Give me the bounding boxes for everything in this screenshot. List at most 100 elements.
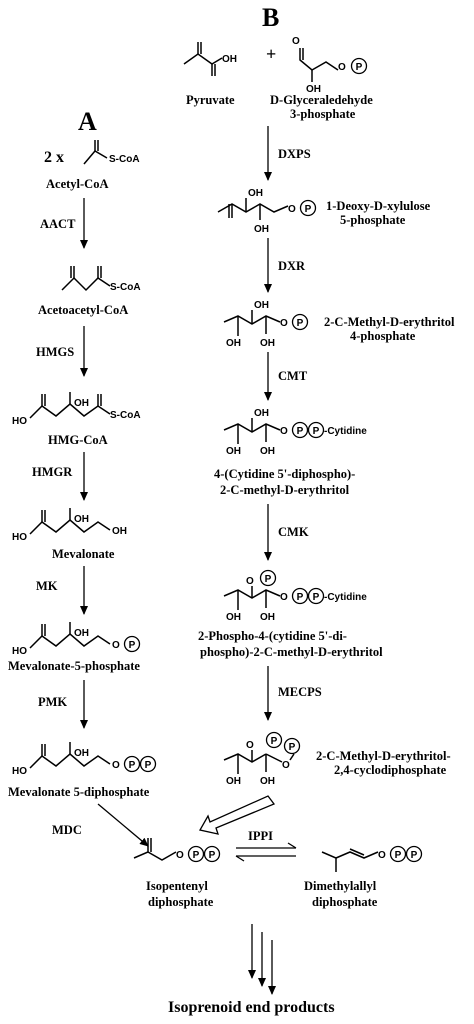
g3p-structure: O OH O P bbox=[292, 36, 368, 95]
svg-text:S-CoA: S-CoA bbox=[110, 410, 141, 421]
acetyl-coa-structure: 2 x S-CoA bbox=[44, 140, 140, 166]
svg-text:O: O bbox=[246, 576, 254, 587]
svg-text:OH: OH bbox=[74, 514, 89, 525]
mdc-arrow bbox=[97, 803, 149, 847]
acetoacetyl-coa-label: Acetoacetyl-CoA bbox=[38, 303, 128, 317]
pyruvate-structure: OH bbox=[183, 42, 237, 76]
svg-text:P: P bbox=[305, 204, 312, 215]
svg-text:P: P bbox=[145, 760, 152, 771]
svg-text:HO: HO bbox=[12, 532, 27, 543]
cdpme-label-line1: 4-(Cytidine 5'-diphospho)- bbox=[214, 467, 355, 481]
hmg-coa-label: HMG-CoA bbox=[48, 433, 108, 447]
dmapp-label-line2: diphosphate bbox=[312, 895, 378, 909]
svg-text:P: P bbox=[129, 640, 136, 651]
svg-text:P: P bbox=[289, 742, 296, 753]
plus-sign: + bbox=[266, 44, 276, 64]
dxps-label: DXPS bbox=[278, 147, 311, 161]
mecpp-label-line2: 2,4-cyclodiphosphate bbox=[334, 763, 447, 777]
svg-text:OH: OH bbox=[306, 84, 321, 95]
svg-text:O: O bbox=[280, 592, 288, 603]
svg-text:HO: HO bbox=[12, 416, 27, 427]
aact-label: AACT bbox=[40, 217, 76, 231]
end-product-arrows bbox=[248, 924, 276, 995]
svg-text:OH: OH bbox=[112, 526, 127, 537]
svg-text:OH: OH bbox=[260, 446, 275, 457]
svg-text:O: O bbox=[112, 640, 120, 651]
ippi-label: IPPI bbox=[248, 829, 273, 843]
svg-text:P: P bbox=[265, 574, 272, 585]
mk-label: MK bbox=[36, 579, 58, 593]
svg-text:OH: OH bbox=[74, 748, 89, 759]
svg-text:P: P bbox=[129, 760, 136, 771]
cdpmep-label-line1: 2-Phospho-4-(cytidine 5'-di- bbox=[198, 629, 347, 643]
svg-text:P: P bbox=[209, 850, 216, 861]
svg-text:HO: HO bbox=[12, 766, 27, 777]
svg-text:O: O bbox=[338, 62, 346, 73]
svg-text:OH: OH bbox=[74, 398, 89, 409]
ipp-label-line1: Isopentenyl bbox=[146, 879, 208, 893]
mevalonate-5-diphosphate-label: Mevalonate 5-diphosphate bbox=[8, 785, 150, 799]
cmt-label: CMT bbox=[278, 369, 308, 383]
svg-text:P: P bbox=[297, 426, 304, 437]
svg-text:OH: OH bbox=[254, 224, 269, 235]
mecpp-structure: OH O P P OH O bbox=[223, 731, 301, 787]
svg-text:O: O bbox=[280, 318, 288, 329]
dmapp-structure: O P P bbox=[321, 845, 423, 872]
ipp-label-line2: diphosphate bbox=[148, 895, 214, 909]
svg-text:O: O bbox=[282, 760, 290, 771]
mevalonate-5-phosphate-structure: HO OH O P bbox=[12, 622, 141, 657]
svg-text:OH: OH bbox=[226, 776, 241, 787]
acetoacetyl-coa-structure: S-CoA bbox=[61, 266, 141, 293]
panel-a-label: A bbox=[78, 107, 97, 136]
mecpp-to-ipp-hollow-arrow bbox=[198, 795, 276, 835]
cdpmep-label-line2: phospho)-2-C-methyl-D-erythritol bbox=[200, 645, 383, 659]
svg-text:S-CoA: S-CoA bbox=[109, 154, 140, 165]
svg-text:O: O bbox=[280, 426, 288, 437]
mep-label-line1: 2-C-Methyl-D-erythritol bbox=[324, 315, 455, 329]
pyruvate-label: Pyruvate bbox=[186, 93, 235, 107]
svg-text:P: P bbox=[297, 318, 304, 329]
cmk-label: CMK bbox=[278, 525, 309, 539]
g3p-label-line1: D-Glyceraledehyde bbox=[270, 93, 373, 107]
svg-text:OH: OH bbox=[254, 300, 269, 311]
hmgs-label: HMGS bbox=[36, 345, 74, 359]
mevalonate-5-phosphate-label: Mevalonate-5-phosphate bbox=[8, 659, 140, 673]
mep-structure: OH OH OH O P bbox=[223, 300, 309, 349]
mevalonate-label: Mevalonate bbox=[52, 547, 115, 561]
svg-text:OH: OH bbox=[254, 408, 269, 419]
svg-text:O: O bbox=[378, 850, 386, 861]
dmapp-label-line1: Dimethylallyl bbox=[304, 879, 377, 893]
mdc-label: MDC bbox=[52, 823, 82, 837]
svg-text:-Cytidine: -Cytidine bbox=[324, 592, 367, 603]
svg-text:OH: OH bbox=[226, 446, 241, 457]
pmk-label: PMK bbox=[38, 695, 67, 709]
svg-text:P: P bbox=[411, 850, 418, 861]
svg-text:P: P bbox=[313, 592, 320, 603]
ipp-structure: O P P bbox=[133, 838, 221, 863]
cdpme-structure: OH OH OH O P P -Cytidine bbox=[223, 408, 367, 457]
svg-text:HO: HO bbox=[12, 646, 27, 657]
dxr-label: DXR bbox=[278, 259, 306, 273]
hmgr-label: HMGR bbox=[32, 465, 73, 479]
svg-text:O: O bbox=[292, 36, 300, 47]
svg-text:P: P bbox=[271, 736, 278, 747]
mecps-label: MECPS bbox=[278, 685, 322, 699]
panel-b-label: B bbox=[262, 3, 279, 32]
svg-text:OH: OH bbox=[222, 54, 237, 65]
mevalonate-5-diphosphate-structure: HO OH O P P bbox=[12, 742, 157, 777]
svg-text:O: O bbox=[176, 850, 184, 861]
svg-text:S-CoA: S-CoA bbox=[110, 282, 141, 293]
svg-text:OH: OH bbox=[248, 188, 263, 199]
end-products-label: Isoprenoid end products bbox=[168, 999, 335, 1016]
dxp-label-line2: 5-phosphate bbox=[340, 213, 406, 227]
svg-text:OH: OH bbox=[260, 776, 275, 787]
dxp-structure: OH OH O P bbox=[217, 188, 317, 235]
hmg-coa-structure: HO OH S-CoA bbox=[12, 392, 141, 427]
svg-text:O: O bbox=[288, 204, 296, 215]
svg-text:P: P bbox=[193, 850, 200, 861]
cdpme-label-line2: 2-C-methyl-D-erythritol bbox=[220, 483, 350, 497]
mep-label-line2: 4-phosphate bbox=[350, 329, 416, 343]
svg-text:OH: OH bbox=[226, 338, 241, 349]
